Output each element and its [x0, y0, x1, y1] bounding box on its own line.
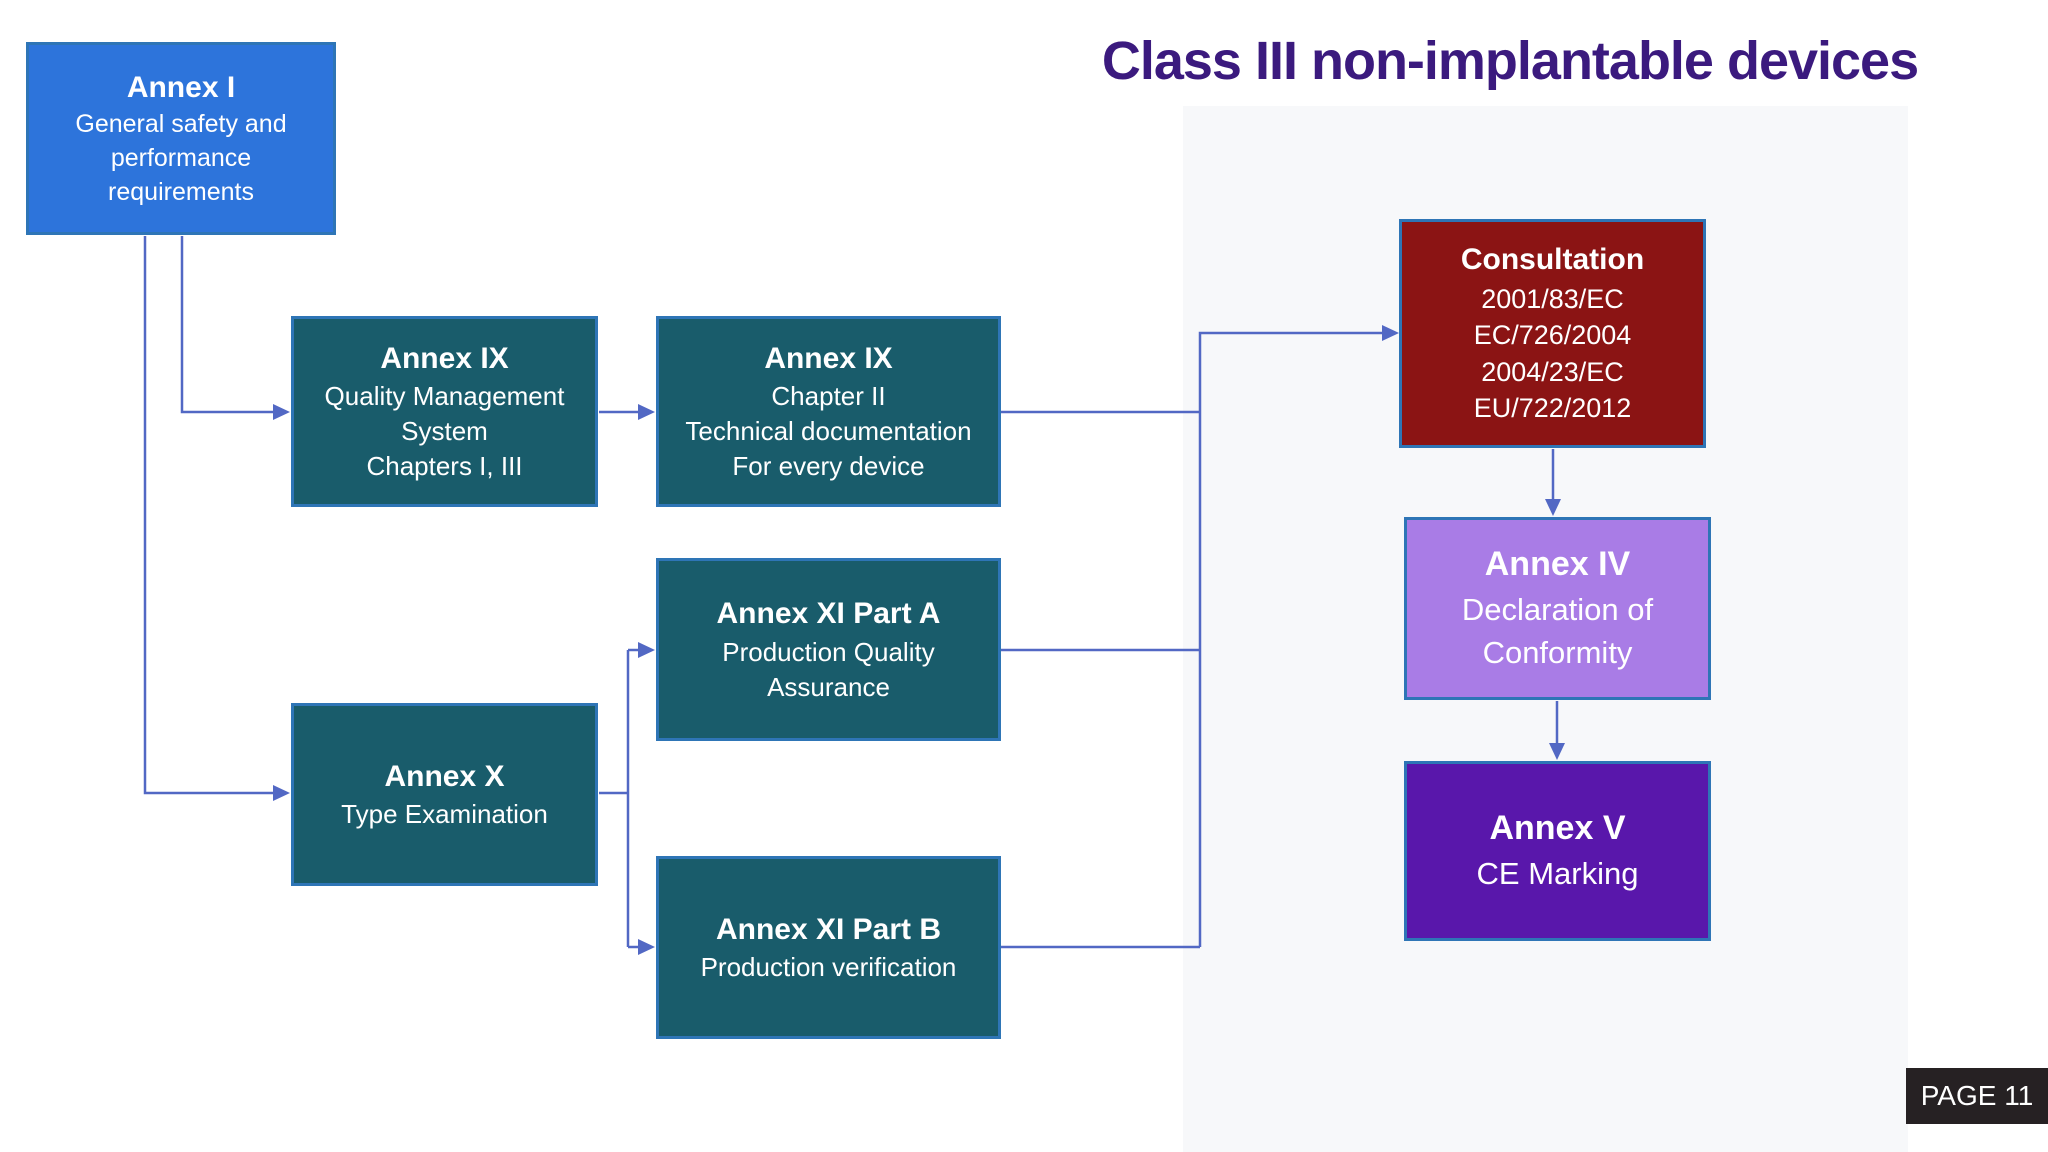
node-annex-i-body: General safety and performance requireme…: [75, 110, 287, 206]
node-annex-xi-b: Annex XI Part B Production verification: [656, 856, 1001, 1039]
arrowhead-annexIX: [273, 404, 290, 420]
node-annex-ix-ch2-body: Chapter II Technical documentation For e…: [685, 381, 972, 482]
node-consultation: Consultation 2001/83/EC EC/726/2004 2004…: [1399, 219, 1706, 448]
arrowhead-annexIXch2: [638, 404, 655, 420]
connector-annexI-to-annexX: [143, 236, 274, 795]
node-consultation-title: Consultation: [1460, 243, 1645, 277]
slide-title: Class III non-implantable devices: [1101, 31, 1919, 91]
node-annex-ix-ch2: Annex IX Chapter II Technical documentat…: [656, 316, 1001, 507]
node-annex-iv-body: Declaration of Conformity: [1461, 592, 1654, 671]
arrowhead-annexXIb: [638, 939, 655, 955]
node-annex-x-body: Type Examination: [341, 799, 548, 830]
node-annex-x-title: Annex X: [384, 759, 505, 793]
arrowhead-annexXIa: [638, 642, 655, 658]
node-annex-xi-a-title: Annex XI Part A: [716, 597, 941, 631]
node-annex-iv: Annex IV Declaration of Conformity: [1404, 517, 1711, 700]
node-annex-i: Annex I General safety and performance r…: [26, 42, 336, 235]
node-annex-ix-ch2-title: Annex IX: [764, 341, 893, 375]
node-annex-iv-title: Annex IV: [1484, 545, 1631, 584]
node-annex-xi-a: Annex XI Part A Production Quality Assur…: [656, 558, 1001, 741]
node-annex-ix-qms: Annex IX Quality Management System Chapt…: [291, 316, 598, 507]
node-annex-xi-b-title: Annex XI Part B: [715, 912, 942, 946]
node-annex-v-body: CE Marking: [1476, 856, 1639, 892]
connector-annexI-to-annexIX: [180, 236, 274, 414]
node-annex-i-title: Annex I: [126, 70, 236, 104]
arrowhead-annexX: [273, 785, 290, 801]
node-annex-x: Annex X Type Examination: [291, 703, 598, 886]
node-consultation-body: 2001/83/EC EC/726/2004 2004/23/EC EU/722…: [1473, 283, 1632, 424]
node-annex-ix-qms-title: Annex IX: [380, 341, 509, 375]
page-number-badge: PAGE 11: [1906, 1068, 2048, 1124]
node-annex-v: Annex V CE Marking: [1404, 761, 1711, 941]
node-annex-xi-a-body: Production Quality Assurance: [722, 636, 935, 702]
node-annex-xi-b-body: Production verification: [700, 952, 957, 983]
node-annex-ix-qms-body: Quality Management System Chapters I, II…: [324, 381, 565, 482]
node-annex-v-title: Annex V: [1489, 809, 1626, 848]
